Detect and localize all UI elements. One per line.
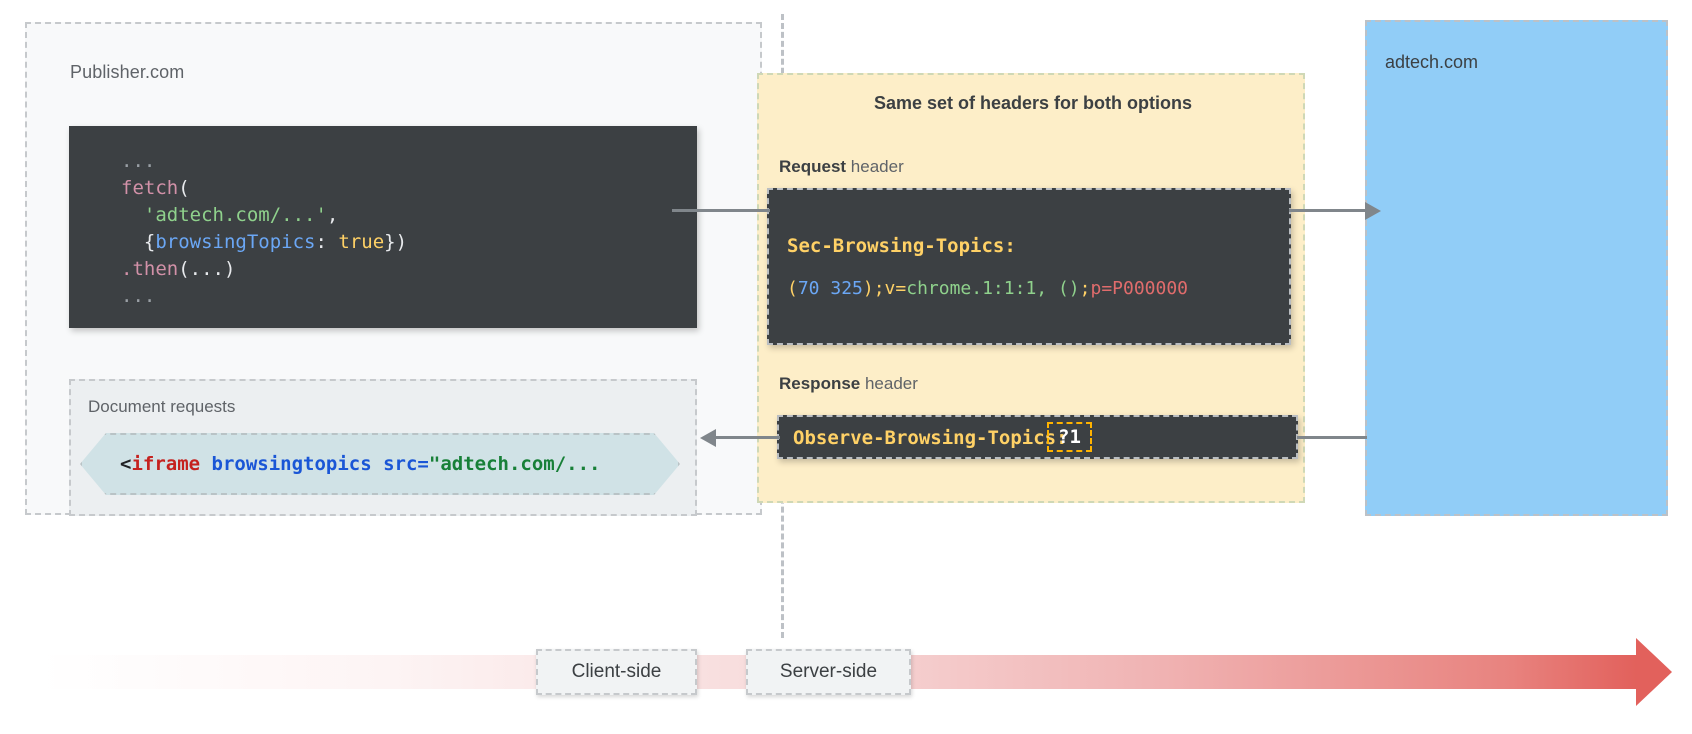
adtech-panel: adtech.com — [1365, 20, 1668, 516]
code-token-true: true — [338, 231, 385, 253]
code-token-brace-open: { — [143, 231, 156, 253]
code-token-browsingtopics: browsingTopics — [155, 231, 316, 253]
arrow-publisher-to-request-header — [672, 209, 770, 212]
response-header-label-strong: Response — [779, 374, 861, 393]
request-header-value: (70 325);v=chrome.1:1:1, ();p=P000000 — [787, 278, 1188, 299]
iframe-snippet-text: <iframe browsingtopics src="adtech.com/.… — [120, 453, 600, 475]
adtech-label: adtech.com — [1385, 52, 1479, 72]
document-requests-label: Document requests — [88, 397, 236, 416]
headers-panel-title: Same set of headers for both options — [873, 93, 1193, 113]
timeline-arrow-head-icon — [1636, 638, 1672, 706]
iframe-token-attrs: browsingtopics src= — [200, 453, 429, 475]
arrow-request-header-to-adtech-line — [1289, 209, 1365, 212]
response-header-label: Response header — [779, 374, 918, 394]
arrow-request-header-to-adtech-head-icon — [1365, 202, 1381, 220]
code-token-url: 'adtech.com/...' — [143, 204, 327, 226]
iframe-snippet-chevron: <iframe browsingtopics src="adtech.com/.… — [80, 433, 680, 495]
request-value-close-paren: ) — [862, 278, 874, 299]
response-header-label-weak: header — [860, 374, 918, 393]
request-value-semicolon: ; — [1079, 278, 1091, 299]
arrow-response-header-to-publisher-line — [716, 436, 780, 439]
publisher-panel: Publisher.com ... fetch( 'adtech.com/...… — [25, 22, 762, 516]
code-token-then: .then — [121, 258, 179, 280]
response-header-box: Observe-Browsing-Topics: ?1 — [777, 415, 1298, 459]
response-header-name: Observe-Browsing-Topics: — [793, 427, 1068, 449]
code-ellipsis-top: ... — [121, 150, 156, 172]
code-token-colon: : — [315, 231, 339, 253]
request-header-label-strong: Request — [779, 157, 847, 176]
fetch-code-block: ... fetch( 'adtech.com/...', {browsingTo… — [69, 126, 697, 328]
request-header-label: Request header — [779, 157, 904, 177]
request-value-padding: p=P000000 — [1090, 278, 1189, 299]
timeline-chip-server-side: Server-side — [746, 649, 911, 695]
iframe-token-lt: < — [120, 453, 132, 475]
request-header-box: Sec-Browsing-Topics: (70 325);v=chrome.1… — [767, 188, 1291, 345]
request-value-empty-set: , () — [1036, 278, 1080, 299]
timeline-chip-client-side: Client-side — [536, 649, 697, 695]
request-value-version-key: ;v= — [873, 278, 907, 299]
fetch-code-text: ... fetch( 'adtech.com/...', {browsingTo… — [121, 148, 407, 310]
iframe-token-tag: iframe — [131, 453, 201, 475]
request-header-name: Sec-Browsing-Topics: — [787, 235, 1016, 257]
code-ellipsis-bottom: ... — [121, 285, 156, 307]
code-token-fetch: fetch — [121, 177, 179, 199]
response-header-value-highlight: ?1 — [1047, 422, 1092, 452]
document-requests-panel: Document requests <iframe browsingtopics… — [69, 379, 697, 516]
arrow-response-header-to-publisher-head-icon — [700, 429, 716, 447]
code-token-brace-close: }) — [384, 231, 408, 253]
iframe-token-src-value: "adtech.com/... — [428, 453, 601, 475]
code-token-comma: , — [326, 204, 339, 226]
publisher-label: Publisher.com — [70, 62, 185, 82]
request-value-topic-ids: 70 325 — [797, 278, 863, 299]
request-value-version: chrome.1:1:1 — [906, 278, 1037, 299]
arrow-adtech-to-response-header-line — [1297, 436, 1367, 439]
code-token-open-paren: ( — [178, 177, 190, 199]
request-header-label-weak: header — [846, 157, 904, 176]
code-token-then-args: (...) — [178, 258, 236, 280]
request-value-open-paren: ( — [787, 278, 798, 299]
